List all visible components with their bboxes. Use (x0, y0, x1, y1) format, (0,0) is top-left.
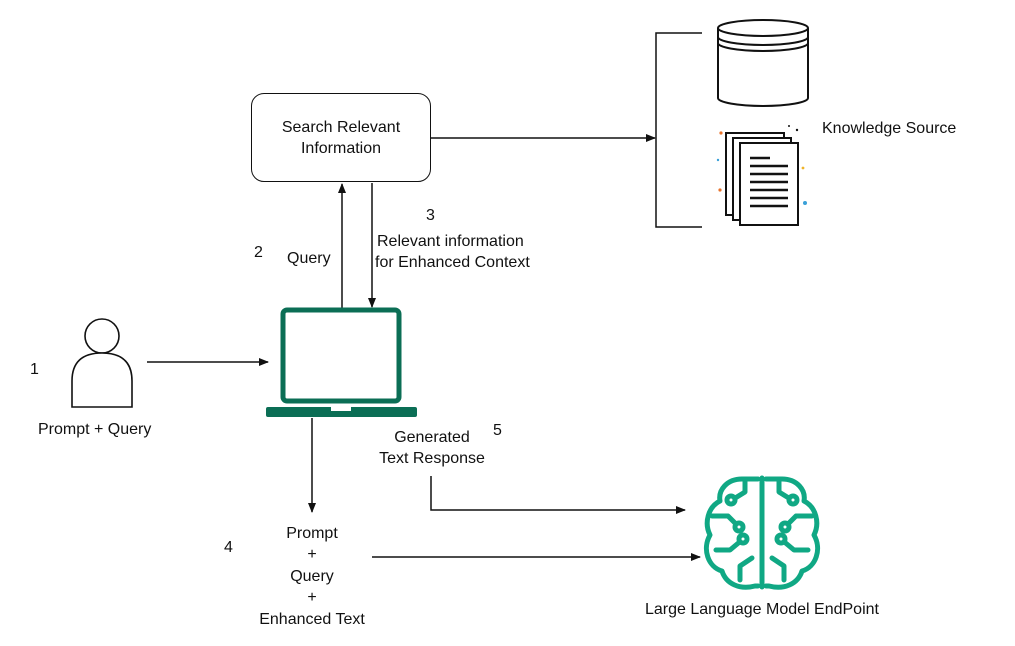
user-label: Prompt + Query (38, 421, 152, 438)
enhanced-prompt-label: Prompt (286, 525, 338, 542)
relevant-info-label-line2: for Enhanced Context (375, 254, 530, 271)
database-icon (717, 19, 809, 107)
enhanced-plus-1: + (307, 546, 317, 563)
llm-endpoint-label: Large Language Model EndPoint (645, 601, 879, 618)
knowledge-source-label: Knowledge Source (822, 120, 957, 137)
enhanced-query-label: Query (290, 568, 334, 585)
search-node-label: Search Relevant Information (281, 118, 401, 157)
step-2-number: 2 (254, 244, 263, 261)
step-1-number: 1 (30, 361, 39, 378)
step-5-number: 5 (493, 422, 502, 439)
documents-icon (716, 125, 807, 226)
enhanced-plus-2: + (307, 589, 317, 606)
relevant-info-label-line1: Relevant information (377, 233, 524, 250)
laptop-icon (266, 307, 417, 417)
step-3-number: 3 (426, 207, 435, 224)
brain-icon (704, 475, 820, 590)
user-icon (71, 318, 133, 408)
query-edge-label: Query (287, 250, 331, 267)
search-relevant-information-node: Search Relevant Information (251, 93, 431, 182)
arrow-generated-response (430, 476, 686, 514)
enhanced-text-label: Enhanced Text (259, 611, 365, 628)
generated-response-label-line2: Text Response (379, 450, 485, 467)
generated-response-label-line1: Generated (394, 429, 470, 446)
knowledge-source-bracket (655, 32, 702, 228)
step-4-number: 4 (224, 539, 233, 556)
